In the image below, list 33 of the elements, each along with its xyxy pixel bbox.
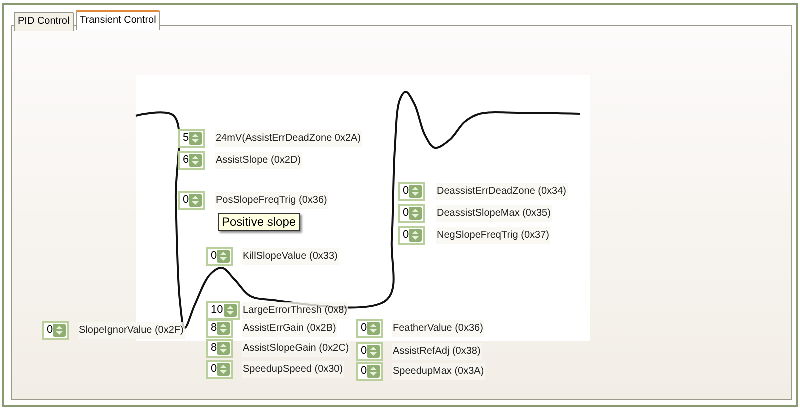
field-label: SlopeIgnorValue (0x2F) <box>78 322 185 339</box>
number-spinner: 5 <box>178 129 205 148</box>
field-label: PosSlopeFreqTrig (0x36) <box>215 192 328 209</box>
number-spinner: 10 <box>206 301 240 320</box>
number-spinner: 0 <box>356 319 383 338</box>
number-spinner: 0 <box>398 182 425 201</box>
number-spinner: 0 <box>356 342 383 361</box>
tooltip: Positive slope <box>218 213 300 231</box>
field-label: FeatherValue (0x36) <box>392 320 484 337</box>
field-label: AssistRefAdj (0x38) <box>392 343 482 360</box>
number-spinner: 0 <box>42 321 69 340</box>
tab: Transient Control <box>76 10 160 30</box>
field-label: DeassistSlopeMax (0x35) <box>436 205 552 222</box>
field-label: LargeErrorThresh (0x8) <box>242 302 348 319</box>
field-label: DeassistErrDeadZone (0x34) <box>436 183 568 200</box>
number-spinner: 8 <box>206 339 233 358</box>
number-spinner: 0 <box>398 226 425 245</box>
tab: PID Control <box>14 12 74 31</box>
number-spinner: 0 <box>398 204 425 223</box>
number-spinner: 0 <box>178 191 205 210</box>
field-label: SpeedupSpeed (0x30) <box>242 361 344 378</box>
number-spinner: 0 <box>206 360 233 379</box>
field-label: SpeedupMax (0x3A) <box>392 363 486 380</box>
field-label: AssistErrGain (0x2B) <box>242 320 338 337</box>
number-spinner: 0 <box>356 362 383 381</box>
field-label: AssistSlope (0x2D) <box>215 152 302 169</box>
number-spinner: 0 <box>206 247 233 266</box>
number-spinner: 6 <box>178 151 205 170</box>
field-label: NegSlopeFreqTrig (0x37) <box>436 227 550 244</box>
field-label: KillSlopeValue (0x33) <box>242 248 339 265</box>
number-spinner: 8 <box>206 319 233 338</box>
field-label: 24mV(AssistErrDeadZone 0x2A) <box>215 130 362 147</box>
field-label: AssistSlopeGain (0x2C) <box>242 340 350 357</box>
